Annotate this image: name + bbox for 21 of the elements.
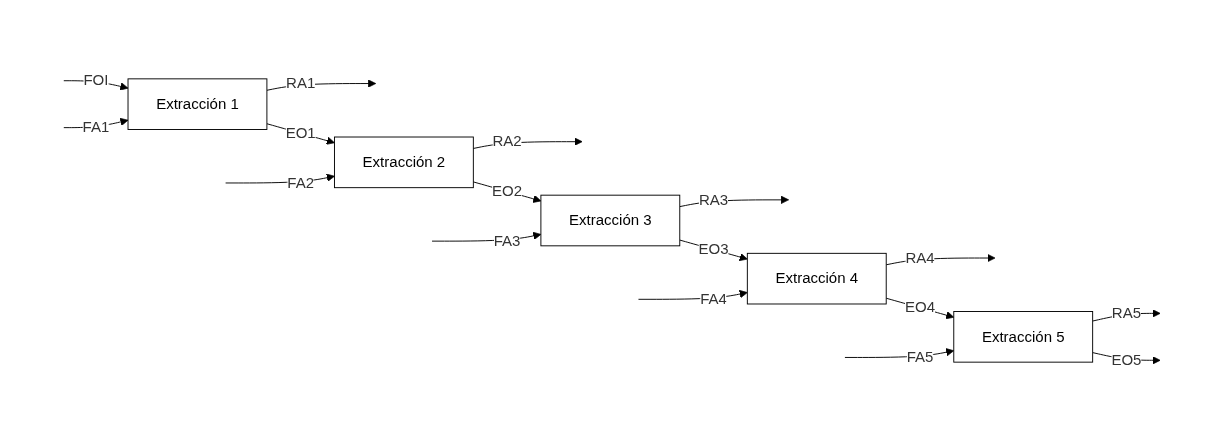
edge-label: RA5	[1111, 304, 1142, 321]
edge-label: EO3	[698, 241, 729, 258]
edge-label: FA1	[82, 119, 110, 136]
edge-label: RA2	[492, 133, 522, 150]
edge-label: FA3	[493, 232, 521, 249]
edge-label: EO5	[1111, 351, 1142, 368]
edge-label: FA5	[906, 349, 934, 365]
node-box: Extracción 4	[746, 252, 887, 305]
edge-label: FOI	[83, 72, 109, 89]
node-box: Extracción 2	[334, 136, 474, 189]
edge-label: RA3	[698, 191, 729, 208]
edge-label: EO2	[492, 182, 523, 199]
node-box: Extracción 3	[540, 194, 681, 247]
edge-label: RA4	[905, 249, 935, 266]
edge-label: EO1	[285, 124, 316, 141]
node-box: Extracción 5	[953, 311, 1094, 363]
edge-label: RA1	[286, 75, 316, 92]
edge-label: FA2	[287, 174, 315, 191]
edge-label: EO4	[904, 299, 936, 316]
edge-label: FA4	[700, 290, 727, 307]
node-box: Extracción 1	[127, 78, 268, 130]
